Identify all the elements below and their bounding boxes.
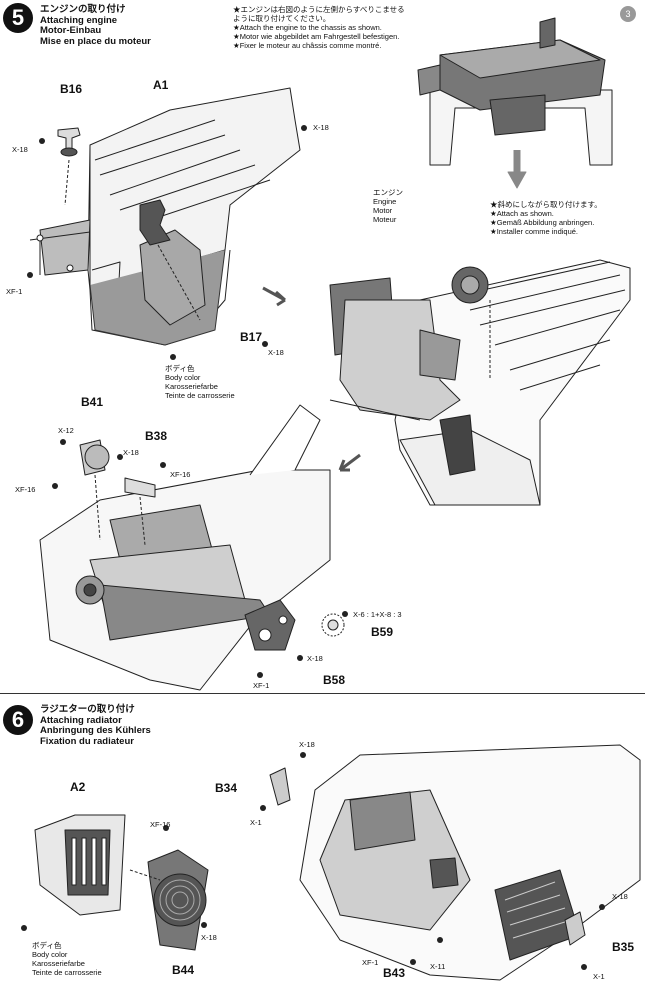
screw-xf1-b58: XF-1: [253, 681, 270, 690]
step-divider: [0, 693, 645, 694]
engine-label-line: Engine: [373, 197, 397, 206]
attach-note-line: ★Gemäß Abbildung anbringen.: [490, 218, 595, 227]
part-label-b58: B58: [323, 673, 346, 687]
instruction-line: ★エンジンは右図のように左側からすべりこませる: [233, 5, 405, 14]
instruction-line: ★Motor wie abgebildet am Fahrgestell bef…: [233, 32, 400, 41]
step-5-title-en: Attaching engine: [40, 14, 118, 26]
engine-detail-b41-b38-b58-b59: [39, 404, 345, 691]
body-color-line: ボディ色: [165, 364, 195, 373]
part-label-b44: B44: [172, 963, 195, 977]
step-5-title-jp: エンジンの取り付け: [40, 4, 126, 15]
step-6-title-en: Attaching radiator: [40, 714, 122, 726]
paint-b59: X-6 : 1+X-8 : 3: [353, 610, 402, 619]
step-5-title: エンジンの取り付け Attaching engine Motor-Einbau …: [40, 4, 151, 47]
page-number: 3: [620, 6, 636, 22]
step-5-title-de: Motor-Einbau: [40, 25, 102, 36]
part-label-b41: B41: [81, 395, 104, 409]
screw-x18-b35: X-18: [612, 892, 628, 901]
engine-label-line: Motor: [373, 206, 393, 215]
step-5-instruction: ★エンジンは右図のように左側からすべりこませる ように取り付けてください。 ★A…: [233, 5, 405, 50]
part-b17: [139, 199, 201, 321]
screw-x11: X-11: [430, 962, 446, 971]
instruction-line: ★Fixer le moteur au châssis comme montré…: [233, 41, 382, 50]
front-chassis-step6: [269, 744, 641, 981]
chassis-with-engine: [329, 259, 631, 506]
screw-x18-b34: X-18: [299, 740, 315, 749]
step-6-title-fr: Fixation du radiateur: [40, 735, 134, 747]
attach-note-line: ★斜めにしながら取り付けます。: [490, 200, 602, 209]
instruction-line: ★Attach the engine to the chassis as sho…: [233, 23, 382, 32]
step-6-title-jp: ラジエターの取り付け: [40, 704, 135, 715]
screw-x18-b38: X-18: [123, 448, 139, 457]
attach-note: ★斜めにしながら取り付けます。 ★Attach as shown. ★Gemäß…: [490, 200, 602, 236]
attach-note-line: ★Attach as shown.: [490, 209, 554, 218]
radiator-b44: [129, 849, 209, 951]
screw-x18-b44: X-18: [201, 933, 217, 942]
part-label-b38: B38: [145, 429, 168, 443]
screw-xf1-b43: XF-1: [362, 958, 379, 967]
body-color-label-step6: ボディ色 Body color Karosseriefarbe Teinte d…: [32, 941, 102, 977]
part-label-b16: B16: [60, 82, 83, 96]
radiator-a2: [34, 814, 126, 916]
body-color-line: Teinte de carrosserie: [165, 391, 235, 400]
body-color-line: Karosseriefarbe: [165, 382, 218, 391]
body-color-line: Body color: [32, 950, 68, 959]
screw-x1-b35: X-1: [593, 972, 605, 981]
part-label-b34: B34: [215, 781, 238, 795]
body-color-line: ボディ色: [32, 941, 62, 950]
step-5-title-fr: Mise en place du moteur: [40, 35, 151, 47]
screw-xf1-left: XF-1: [6, 287, 23, 296]
screw-xf16-b38: XF-16: [170, 470, 191, 479]
screw-x18-a1: X-18: [313, 123, 329, 132]
part-label-a2: A2: [70, 780, 86, 794]
part-label-b17: B17: [240, 330, 263, 344]
body-color-label-step5: ボディ色 Body color Karosseriefarbe Teinte d…: [165, 364, 235, 400]
screw-x1-b34: X-1: [250, 818, 262, 827]
part-label-b43: B43: [383, 966, 406, 980]
screw-markers: [21, 125, 605, 970]
part-label-b59: B59: [371, 625, 394, 639]
screw-x18-b16: X-18: [12, 145, 28, 154]
step-6-title-de: Anbringung des Kühlers: [40, 725, 151, 736]
part-b16: [57, 127, 81, 206]
engine-on-frame: [417, 17, 613, 166]
screw-x18-b17: X-18: [268, 348, 284, 357]
engine-label-line: Moteur: [373, 215, 397, 224]
body-color-line: Karosseriefarbe: [32, 959, 85, 968]
screw-x12: X-12: [58, 426, 74, 435]
step-6-badge: 6: [3, 705, 33, 735]
step-6-number: 6: [11, 707, 25, 732]
step-6-title: ラジエターの取り付け Attaching radiator Anbringung…: [40, 704, 151, 747]
part-label-a1: A1: [153, 78, 169, 92]
step-5-number: 5: [11, 5, 25, 30]
attach-note-line: ★Installer comme indiqué.: [490, 227, 579, 236]
engine-label: エンジン Engine Motor Moteur: [373, 188, 403, 224]
instruction-line: ように取り付けてください。: [233, 14, 331, 23]
part-label-b35: B35: [612, 940, 635, 954]
body-color-line: Teinte de carrosserie: [32, 968, 102, 977]
screw-x18-b58: X-18: [307, 654, 323, 663]
body-color-line: Body color: [165, 373, 201, 382]
chassis-tub-a1: [29, 87, 301, 346]
step-5-badge: 5: [3, 3, 33, 33]
engine-label-line: エンジン: [373, 188, 403, 197]
screw-xf16-b41: XF-16: [15, 485, 36, 494]
screw-xf16-step6: XF-16: [150, 820, 171, 829]
